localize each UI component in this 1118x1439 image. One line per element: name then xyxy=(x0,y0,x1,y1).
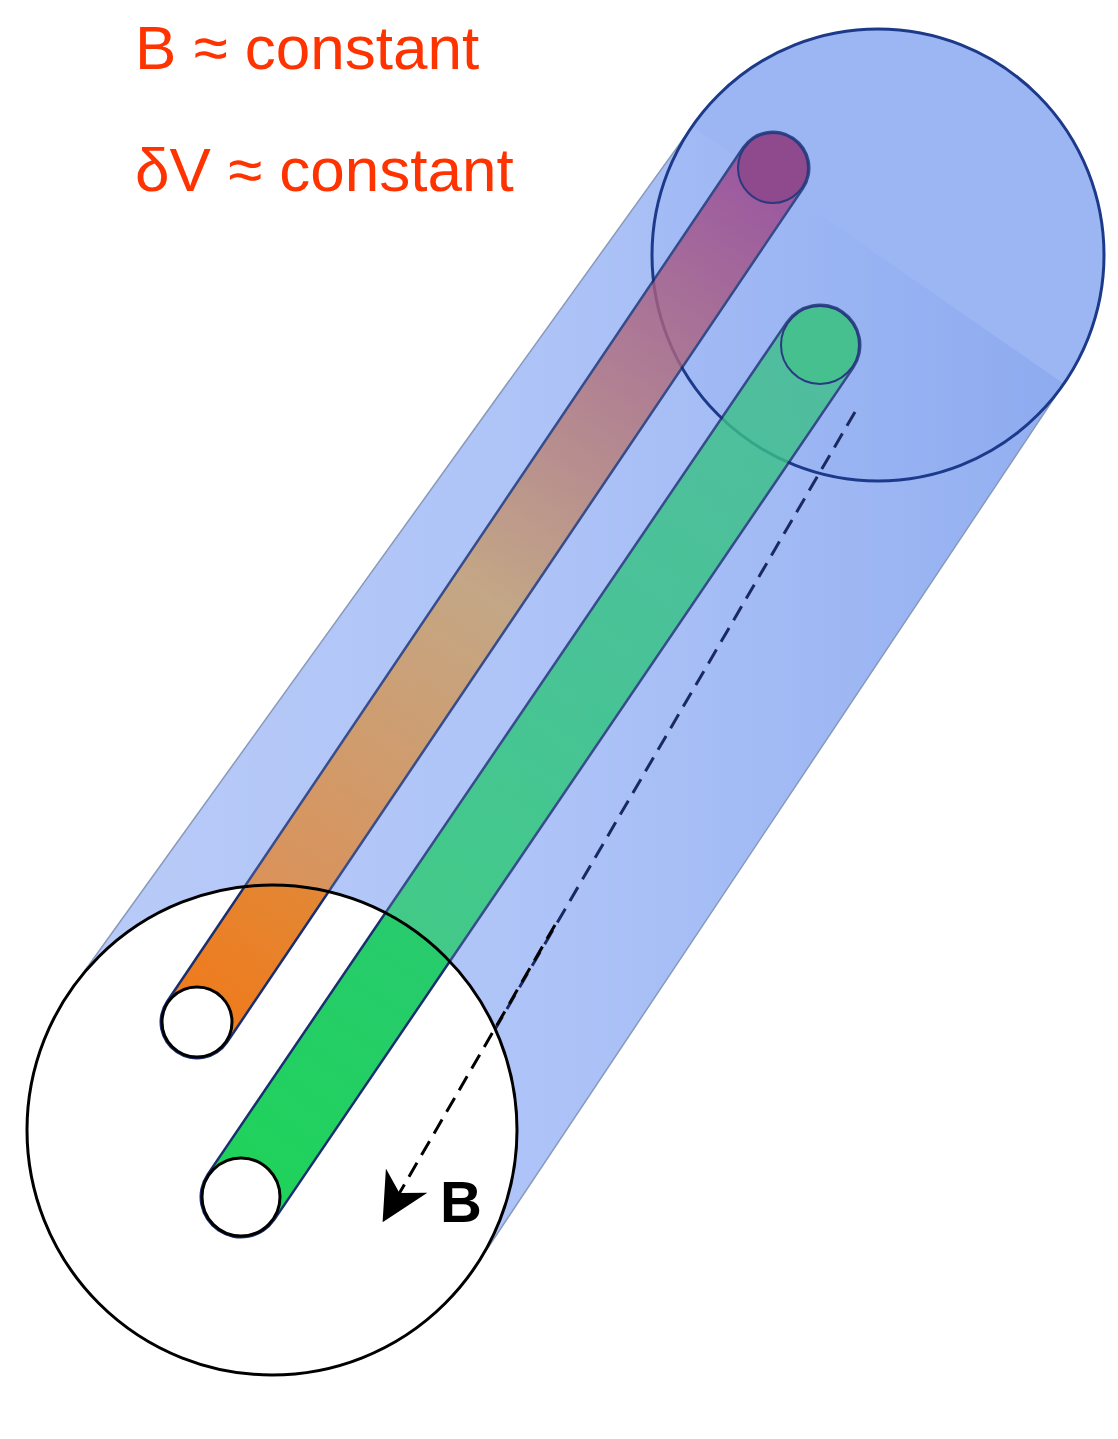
flux-strand-green-front xyxy=(241,345,820,1197)
flux-strand-green xyxy=(241,345,820,1197)
field-symbol: B xyxy=(440,1170,482,1234)
field-condition: B ≈ constant xyxy=(135,14,479,82)
flux-strand-orange-front xyxy=(197,168,773,1022)
strand-end xyxy=(738,133,808,203)
volume-condition: δV ≈ constant xyxy=(135,136,514,204)
strand-end xyxy=(781,306,859,384)
strand-end xyxy=(202,1158,280,1236)
tube-front-outline xyxy=(27,885,517,1375)
strand-end xyxy=(162,987,232,1057)
tube-edge xyxy=(71,126,693,990)
